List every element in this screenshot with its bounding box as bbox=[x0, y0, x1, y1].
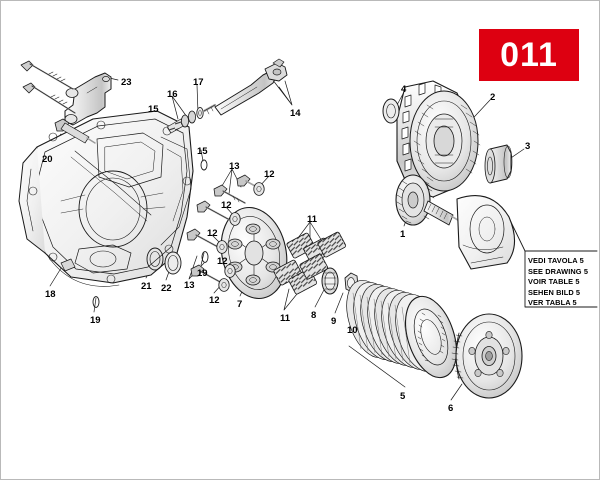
label-9: 9 bbox=[331, 316, 337, 327]
label-5: 5 bbox=[400, 391, 406, 402]
label-14: 14 bbox=[290, 108, 301, 119]
pushrod-assembly bbox=[166, 58, 288, 134]
callout-line-en: SEE DRAWING 5 bbox=[528, 266, 589, 276]
label-7: 7 bbox=[237, 299, 243, 310]
label-23: 23 bbox=[121, 77, 132, 88]
callout-line-de: SEHEN BILD 5 bbox=[528, 287, 581, 297]
shim-4 bbox=[382, 98, 400, 124]
callout-line-fr: VOIR TABLE 5 bbox=[528, 277, 580, 287]
label-17: 17 bbox=[193, 77, 204, 88]
plate-number-badge: 011 bbox=[479, 29, 579, 81]
label-13-a: 13 bbox=[229, 161, 240, 172]
primary-gear-1 bbox=[395, 174, 464, 226]
label-22: 22 bbox=[161, 283, 172, 294]
label-15-b: 15 bbox=[197, 146, 208, 157]
label-16: 16 bbox=[167, 89, 178, 100]
label-2: 2 bbox=[490, 92, 496, 103]
label-19-b: 19 bbox=[197, 268, 208, 279]
label-15-a: 15 bbox=[148, 104, 159, 115]
clutch-hub-6 bbox=[451, 313, 523, 399]
washers-12 bbox=[216, 182, 265, 292]
label-11-bottom: 11 bbox=[280, 313, 291, 324]
bolt-20 bbox=[54, 118, 96, 144]
clutch-bracket-23 bbox=[64, 72, 112, 126]
label-12-b: 12 bbox=[221, 200, 232, 211]
label-4: 4 bbox=[401, 84, 407, 95]
label-8: 8 bbox=[311, 310, 317, 321]
label-3: 3 bbox=[525, 141, 531, 152]
callout-line-es: VER TABLA 5 bbox=[528, 298, 577, 308]
clutch-bolts-13 bbox=[186, 174, 258, 284]
clutch-plate-stack-5 bbox=[346, 280, 457, 379]
clutch-cover-casting bbox=[18, 110, 194, 287]
oring-19b bbox=[201, 251, 209, 263]
label-20: 20 bbox=[42, 154, 53, 165]
label-18: 18 bbox=[45, 289, 56, 300]
seal-22 bbox=[164, 251, 182, 275]
clutch-springs-11 bbox=[273, 231, 347, 295]
long-bolt-upper bbox=[20, 60, 74, 90]
pressure-plate-7 bbox=[220, 206, 288, 300]
label-12-e: 12 bbox=[209, 295, 220, 306]
see-drawing-callout: VEDI TAVOLA 5 SEE DRAWING 5 VOIR TABLE 5… bbox=[528, 256, 588, 309]
label-1: 1 bbox=[400, 229, 406, 240]
callout-line-it: VEDI TAVOLA 5 bbox=[528, 256, 584, 265]
label-11-top: 11 bbox=[307, 214, 318, 225]
label-10: 10 bbox=[347, 325, 358, 336]
label-13-b: 13 bbox=[184, 280, 195, 291]
bearing-8 bbox=[321, 267, 339, 295]
plate-number-text: 011 bbox=[500, 36, 558, 74]
label-12-d: 12 bbox=[217, 256, 228, 267]
oring-19a bbox=[92, 296, 100, 308]
spacer-3 bbox=[484, 144, 513, 184]
label-12-c: 12 bbox=[207, 228, 218, 239]
label-12-a: 12 bbox=[264, 169, 275, 180]
label-21: 21 bbox=[141, 281, 152, 292]
clutch-basket-2 bbox=[396, 80, 481, 198]
label-19-a: 19 bbox=[90, 315, 101, 326]
seal-21 bbox=[146, 247, 164, 271]
crank-counterweight bbox=[456, 195, 516, 270]
long-bolt-lower bbox=[22, 82, 76, 114]
oring-15b bbox=[200, 159, 208, 171]
label-6: 6 bbox=[448, 403, 454, 414]
